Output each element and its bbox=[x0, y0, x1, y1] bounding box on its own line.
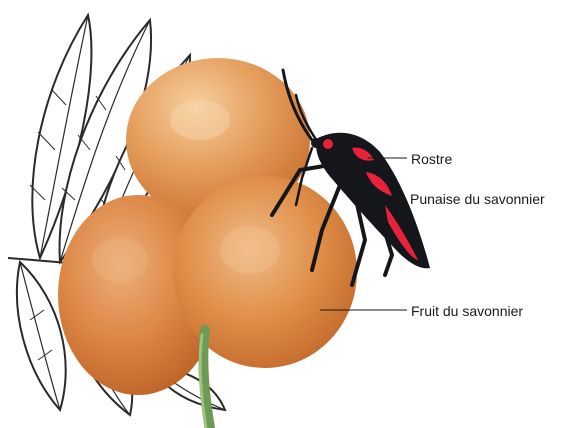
label-fruit-du-savonnier: Fruit du savonnier bbox=[411, 303, 523, 319]
label-punaise-du-savonnier: Punaise du savonnier bbox=[410, 191, 545, 207]
leaf-4 bbox=[17, 262, 66, 410]
label-rostre: Rostre bbox=[411, 151, 452, 167]
